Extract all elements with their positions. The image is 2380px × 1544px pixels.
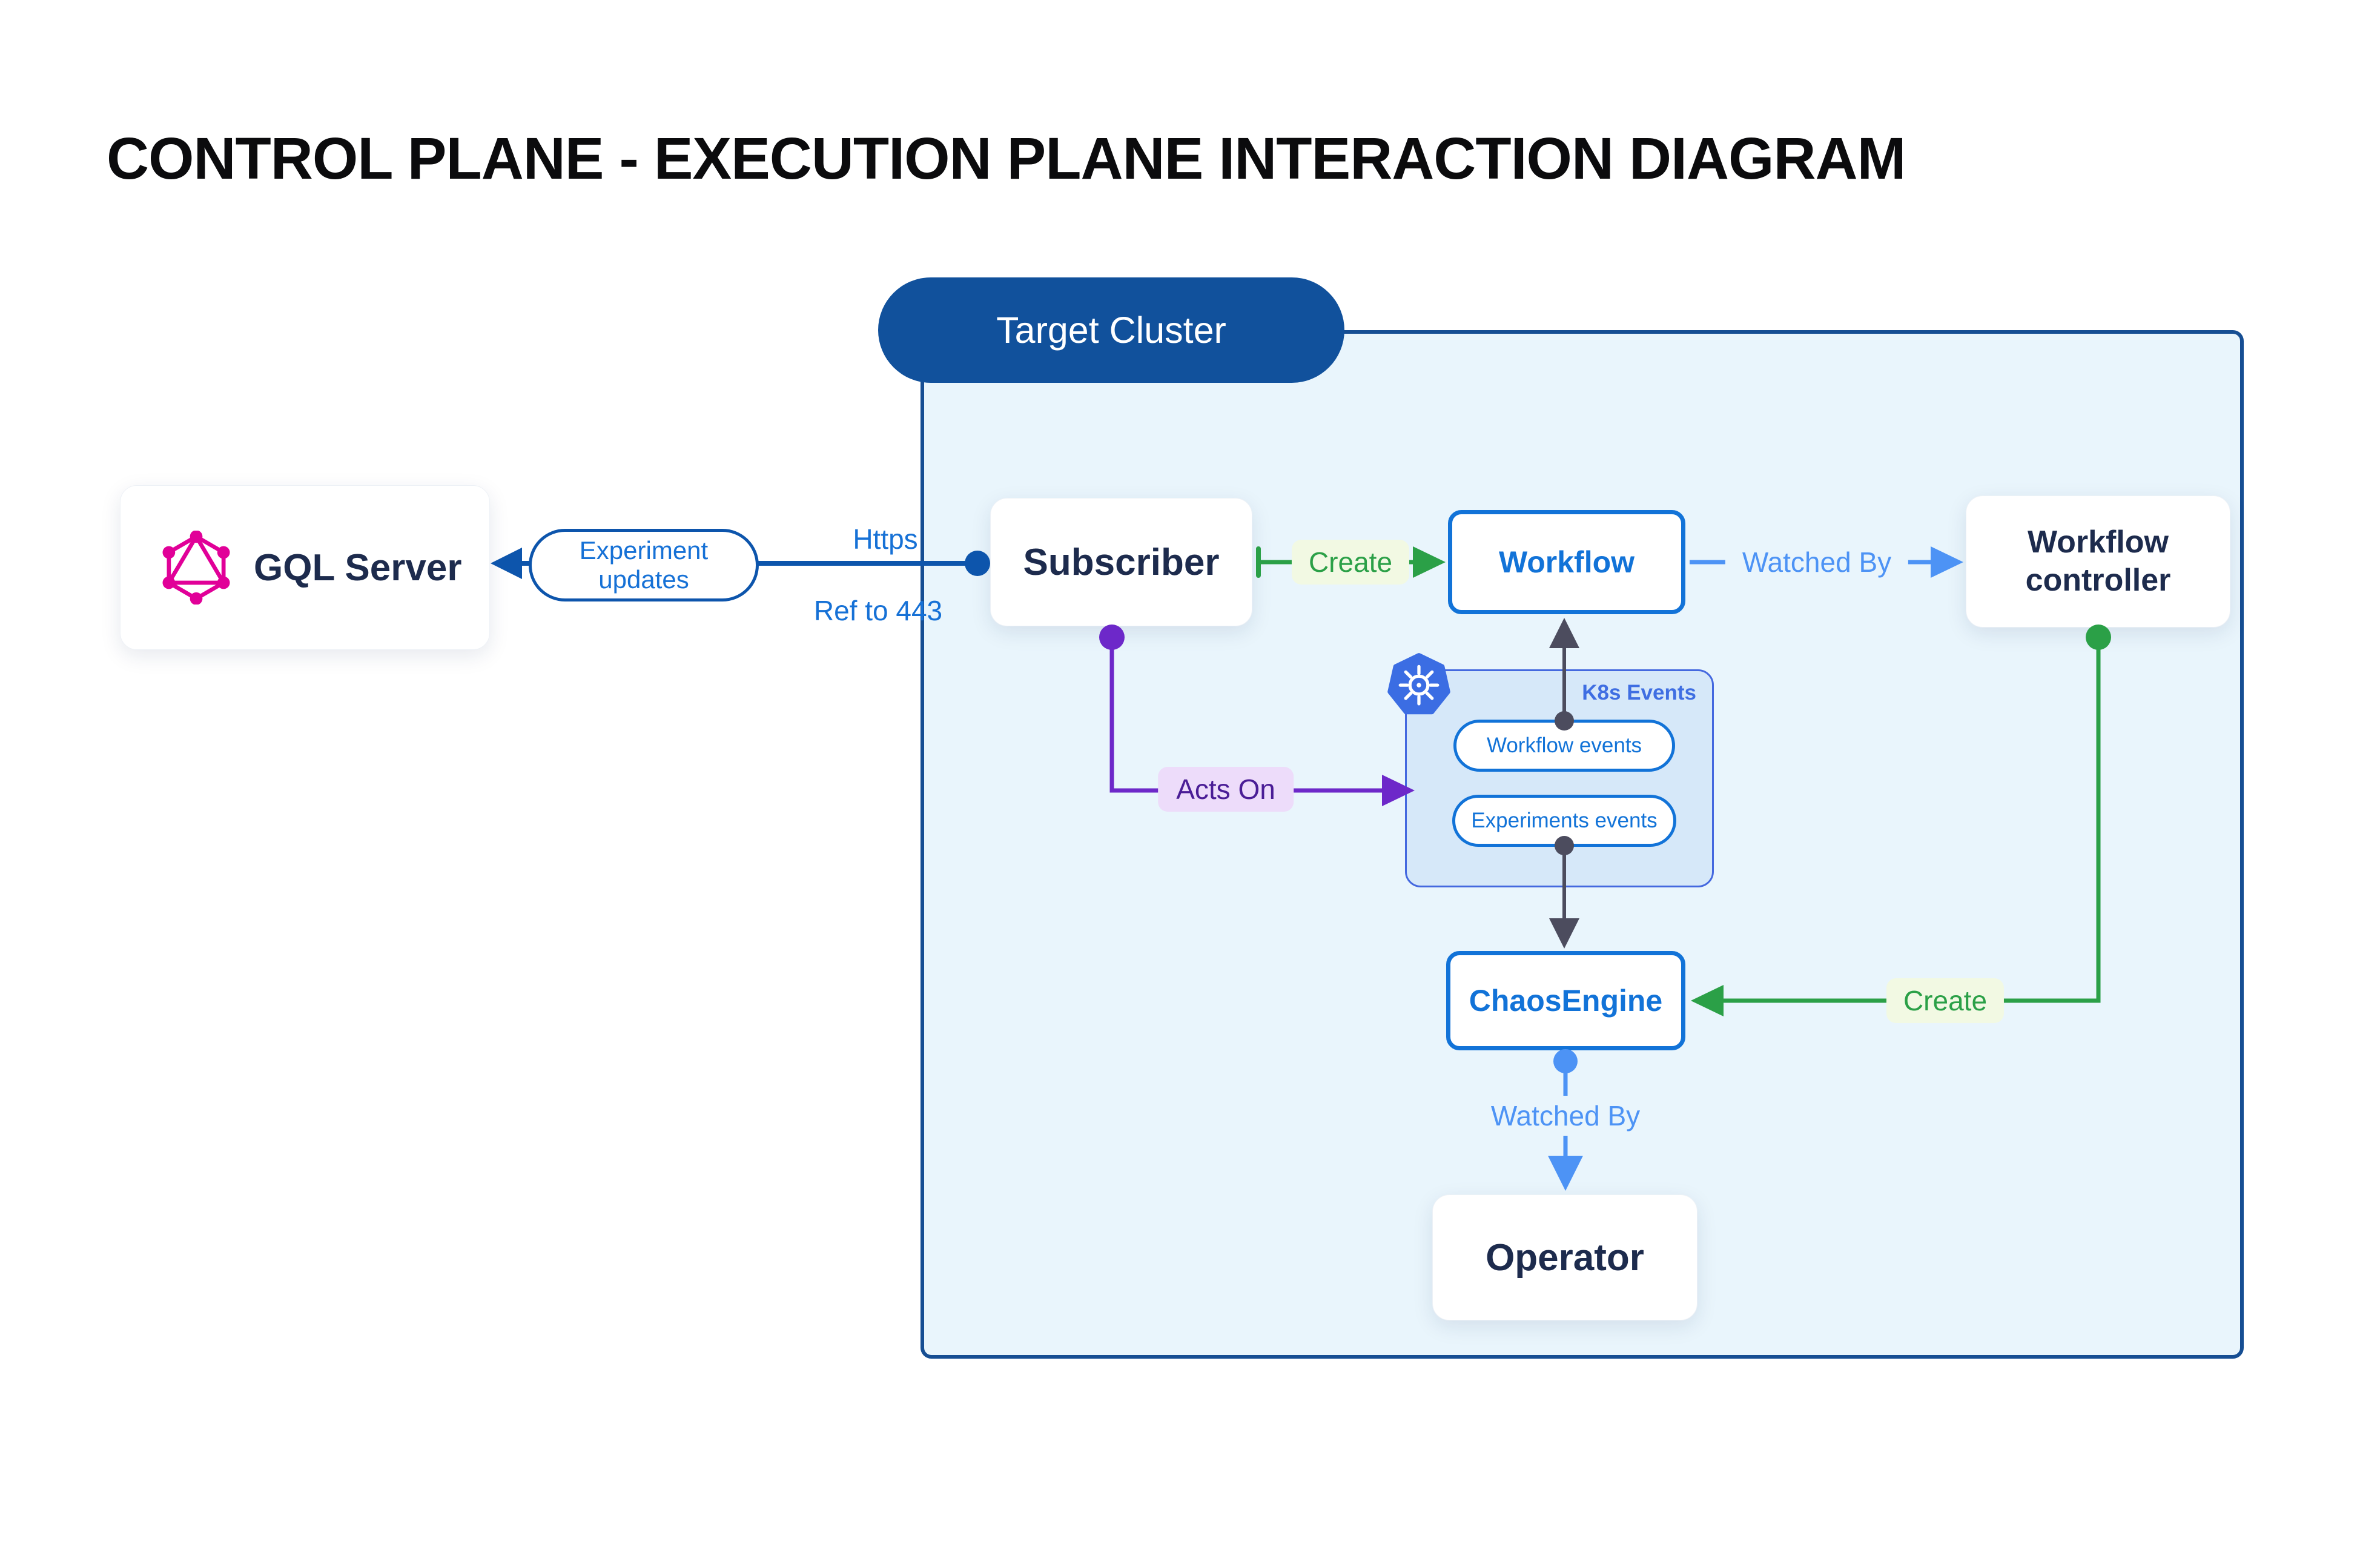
- create-chaos-label: Create: [1886, 978, 2005, 1023]
- experiments-events-label: Experiments events: [1471, 809, 1658, 832]
- subscriber-label: Subscriber: [1023, 541, 1220, 583]
- watched-by-controller-label: Watched By: [1725, 542, 1909, 582]
- experiments-events-pill: Experiments events: [1452, 795, 1676, 847]
- workflow-controller-card: Workflow controller: [1966, 495, 2230, 628]
- chaos-engine-box: ChaosEngine: [1446, 951, 1685, 1050]
- k8s-events-label: K8s Events: [1582, 681, 1696, 704]
- k8s-events-box: K8s Events: [1405, 669, 1714, 887]
- acts-on-label: Acts On: [1158, 767, 1294, 812]
- gql-server-card: GQL Server: [120, 485, 490, 650]
- https-label: Https: [853, 523, 918, 555]
- operator-card: Operator: [1432, 1194, 1697, 1320]
- graphql-icon: [162, 531, 230, 605]
- page-title: CONTROL PLANE - EXECUTION PLANE INTERACT…: [107, 125, 1906, 191]
- experiment-updates-pill: Experiment updates: [529, 529, 759, 601]
- workflow-events-label: Workflow events: [1486, 734, 1642, 757]
- chaos-engine-label: ChaosEngine: [1469, 984, 1663, 1018]
- target-cluster-pill: Target Cluster: [878, 277, 1344, 383]
- experiment-updates-label: Experiment updates: [579, 535, 709, 594]
- watched-by-operator-label: Watched By: [1473, 1096, 1658, 1136]
- workflow-controller-label: Workflow controller: [2025, 524, 2171, 598]
- ref-443-label: Ref to 443: [813, 595, 943, 626]
- workflow-events-pill: Workflow events: [1453, 720, 1675, 772]
- workflow-box: Workflow: [1448, 510, 1685, 614]
- gql-server-label: GQL Server: [254, 546, 462, 589]
- workflow-label: Workflow: [1498, 545, 1635, 579]
- target-cluster-label: Target Cluster: [996, 310, 1226, 351]
- subscriber-card: Subscriber: [990, 498, 1252, 626]
- kubernetes-icon: [1387, 653, 1450, 715]
- create-workflow-label: Create: [1291, 540, 1410, 585]
- operator-label: Operator: [1486, 1236, 1644, 1279]
